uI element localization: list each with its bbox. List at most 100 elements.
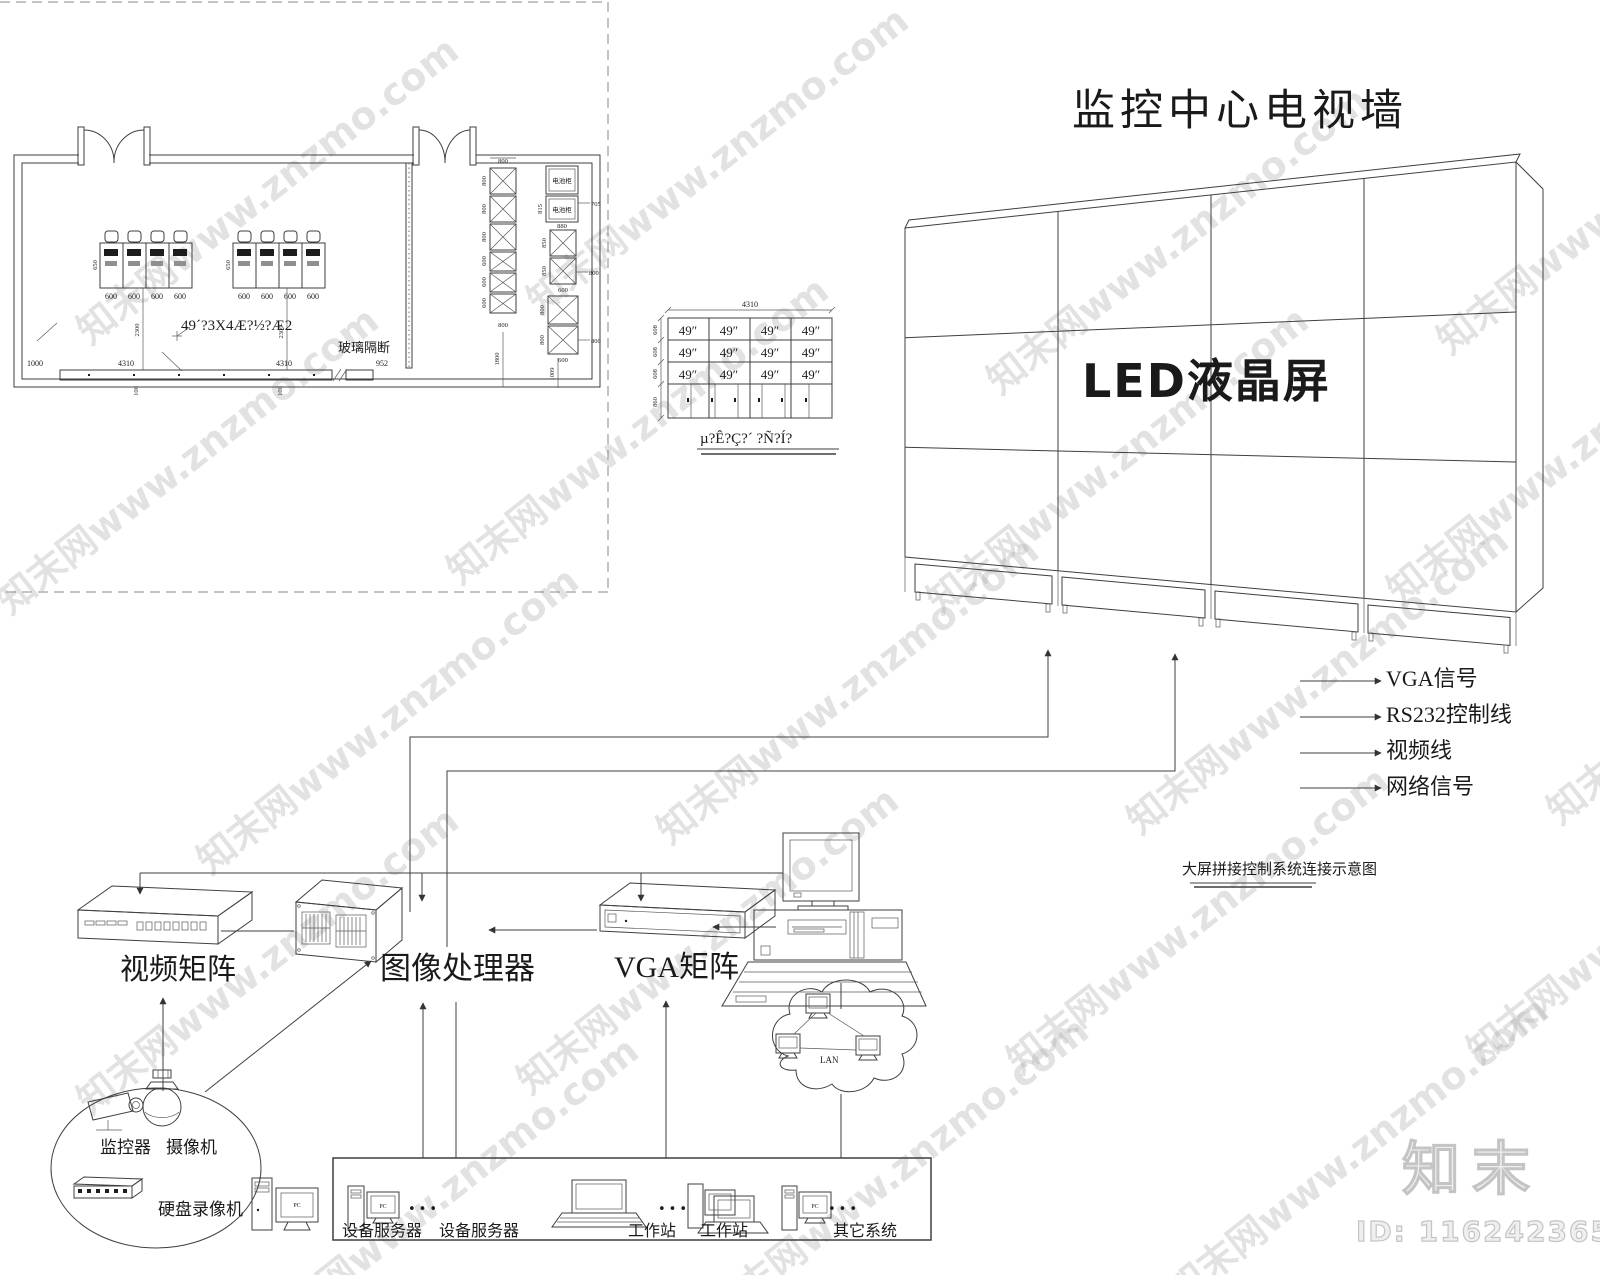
equipment-rack-column (489, 157, 517, 387)
dim-label: 600 (481, 298, 488, 308)
signal-leaders (1300, 677, 1382, 792)
dim-label: 608 (652, 347, 659, 357)
dim-label: 2300 (278, 326, 285, 339)
signal-label-vga: VGA信号 (1386, 666, 1478, 691)
dim-label: 608 (652, 369, 659, 379)
dim-label: 600 (174, 292, 186, 301)
workstation-label: 工作站 (628, 1223, 677, 1240)
dim-label: 650 (92, 260, 99, 270)
lan-cloud-icon: LAN (772, 979, 918, 1093)
pc-label: PC (811, 1204, 818, 1210)
dim-label: 1800 (494, 353, 501, 366)
screen-cell-label: 49″ (679, 323, 697, 338)
screen-elevation: 4310 608 608 608 860 49″ 49″ 49″ 49″ 49″… (652, 300, 839, 455)
detail-boundary (0, 1, 609, 593)
dim-label: 600 (558, 287, 568, 294)
led-screen-label: LED液晶屏 (1082, 354, 1331, 408)
screen-cell-label: 49″ (761, 345, 779, 360)
pc-label: PC (379, 1204, 386, 1210)
screen-cell-label: 49″ (679, 345, 697, 360)
double-door-icon (77, 126, 151, 166)
screen-cell-label: 49″ (720, 345, 738, 360)
note-leader (36, 322, 191, 372)
dim-label: 2300 (134, 324, 141, 337)
dim-label: 1009 (549, 368, 556, 381)
other-system-pc-icon: PC (781, 1185, 832, 1231)
pc-label: PC (293, 1203, 300, 1209)
dim-label: 600 (558, 357, 568, 364)
dim-label: 800 (481, 176, 488, 186)
dim-label: 800 (481, 204, 488, 214)
dim-label: 800 (589, 270, 599, 277)
operator-desks-icon (232, 230, 326, 289)
dim-label: 100 (277, 386, 284, 396)
glass-partition-label: 玻璃隔断 (338, 340, 390, 355)
signal-label-rs232: RS232控制线 (1386, 702, 1512, 727)
server-pc-icon: PC (347, 1185, 400, 1231)
dvr-pc-icon: PC (251, 1177, 319, 1231)
camera-label: 摄像机 (166, 1138, 217, 1157)
workstation-label: 工作站 (700, 1223, 749, 1240)
battery-cabinet-label: 电池柜 (552, 205, 572, 214)
operator-desks-icon (99, 230, 193, 289)
dim-label: 800 (539, 335, 546, 345)
vga-matrix-icon (598, 882, 777, 939)
device-server-label: 设备服务器 (342, 1223, 423, 1240)
signal-label-video: 视频线 (1386, 738, 1453, 763)
signal-label-network: 网络信号 (1386, 774, 1475, 799)
diagram-subtitle: 大屏拼接控制系统连接示意图 (1182, 862, 1378, 878)
screen-cell-label: 49″ (720, 367, 738, 382)
battery-cabinet-column (545, 165, 590, 388)
dim-label: 800 (481, 232, 488, 242)
subtitle-underline (1190, 882, 1316, 888)
dim-label: 880 (557, 223, 567, 230)
video-matrix-icon (76, 885, 254, 945)
dim-label: 705 (591, 201, 601, 208)
vga-matrix-label: VGA矩阵 (614, 951, 739, 984)
screen-cell-label: 49″ (802, 367, 820, 382)
screen-cell-label: 49″ (802, 323, 820, 338)
dim-label: 100 (133, 386, 140, 396)
workstation-pc-icon (687, 1183, 769, 1234)
ellipsis: ••• (828, 1202, 860, 1217)
screen-cell-label: 49″ (679, 367, 697, 382)
server-box-group: PC ••• ••• (332, 1157, 932, 1241)
tv-wall-strip (59, 368, 374, 382)
lan-label: LAN (820, 1055, 839, 1065)
dim-label: 1000 (27, 359, 43, 368)
dim-label: 608 (652, 325, 659, 335)
battery-cabinet-label: 电池柜 (552, 176, 572, 185)
dim-label: 800 (498, 322, 508, 329)
screen-cell-label: 49″ (720, 323, 738, 338)
connection-wires (136, 649, 1179, 1158)
dim-label: 650 (225, 260, 232, 270)
dim-label: 800 (591, 338, 601, 345)
surveillance-sources-group: PC (50, 1069, 319, 1249)
dim-label: 4310 (742, 300, 758, 309)
dim-label: 600 (151, 292, 163, 301)
dim-label: 952 (376, 359, 388, 368)
floor-plan: 玻璃隔断 600 600 600 (13, 126, 601, 396)
box-camera-icon (87, 1092, 144, 1131)
dim-label: 4310 (118, 359, 134, 368)
dim-label: 850 (541, 238, 548, 248)
dim-label: 600 (307, 292, 319, 301)
screen-cell-label: 49″ (802, 345, 820, 360)
laptop-icon (551, 1179, 647, 1228)
ellipsis: ••• (658, 1202, 690, 1217)
screen-cell-label: 49″ (761, 323, 779, 338)
dim-label: 800 (498, 158, 508, 165)
dim-label: 600 (481, 277, 488, 287)
image-id: ID: 1162423650 (1355, 1215, 1600, 1248)
dome-camera-icon (142, 1069, 182, 1127)
dim-label: 600 (105, 292, 117, 301)
control-computer-icon (721, 832, 927, 1007)
dim-label: 600 (128, 292, 140, 301)
dim-label: 600 (481, 256, 488, 266)
site-logo: 知末 (1401, 1135, 1543, 1203)
screen-cell-label: 49″ (761, 367, 779, 382)
dim-label: 860 (652, 397, 659, 407)
elevation-caption: µ?Ê?Ç?´ ?Ñ?Í? (700, 430, 793, 447)
